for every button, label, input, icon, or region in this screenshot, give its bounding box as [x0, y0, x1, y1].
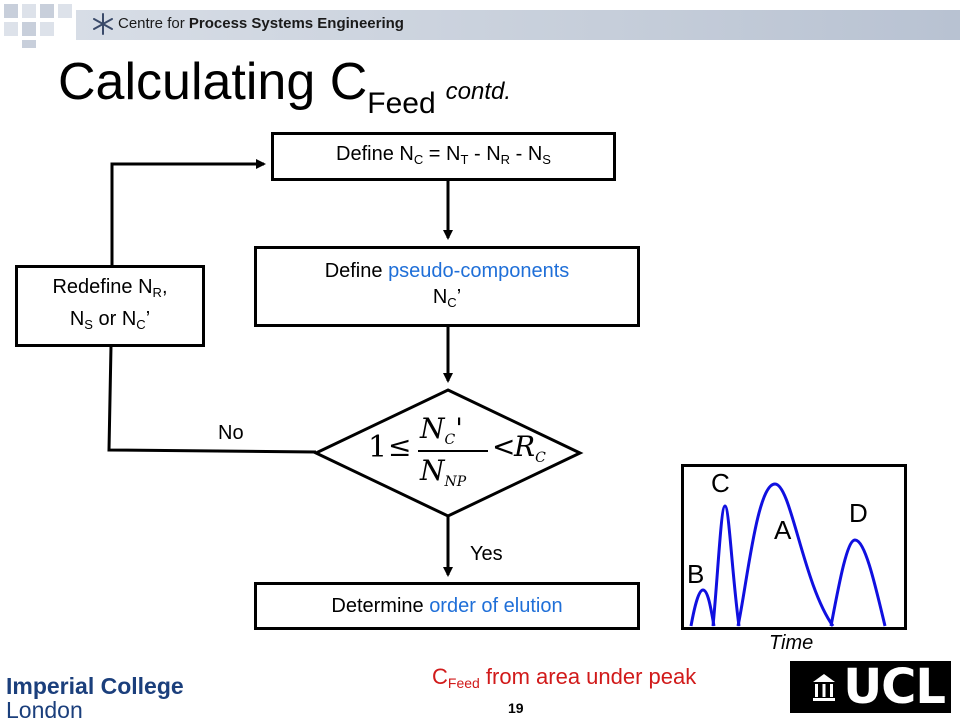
- peak-curves: [689, 482, 887, 627]
- imperial-logo: Imperial College London: [6, 673, 184, 723]
- peak-label-d: D: [849, 498, 868, 528]
- determine-elution-box: Determine order of elution: [254, 582, 640, 630]
- peak-label-a: A: [774, 515, 792, 545]
- page-number: 19: [508, 700, 524, 716]
- org-name: Centre for Process Systems Engineering: [118, 15, 404, 32]
- banner-bar: [76, 10, 960, 40]
- header-banner: Centre for Process Systems Engineering: [0, 0, 960, 48]
- redefine-text: Redefine NR,NS or NC’: [52, 276, 168, 332]
- caption: CFeed from area under peak: [432, 664, 697, 691]
- peak-d: [829, 538, 887, 627]
- peak-b: [689, 588, 716, 627]
- yes-label: Yes: [470, 543, 503, 565]
- define-nc-text: Define NC = NT - NR - NS: [336, 142, 551, 167]
- peak-label-c: C: [711, 468, 730, 498]
- time-axis-label: Time: [769, 632, 814, 654]
- peak-c: [711, 504, 741, 627]
- decision-formula: 1 ≤ NC' NNP < RC: [368, 412, 546, 490]
- chromatogram-peaks: C D A B: [681, 464, 907, 630]
- peak-label-b: B: [687, 559, 704, 589]
- no-label: No: [218, 422, 244, 444]
- decision-diamond: [312, 388, 584, 518]
- ucl-logo: UCL: [790, 659, 951, 715]
- peak-a: [736, 482, 835, 627]
- snowflake-icon: [93, 13, 113, 35]
- redefine-box: Redefine NR,NS or NC’: [15, 265, 205, 347]
- portico-icon: [813, 674, 836, 701]
- fraction-bar: [418, 450, 488, 452]
- determine-elution-text: Determine order of elution: [331, 595, 563, 617]
- define-nc-box: Define NC = NT - NR - NS: [271, 132, 616, 181]
